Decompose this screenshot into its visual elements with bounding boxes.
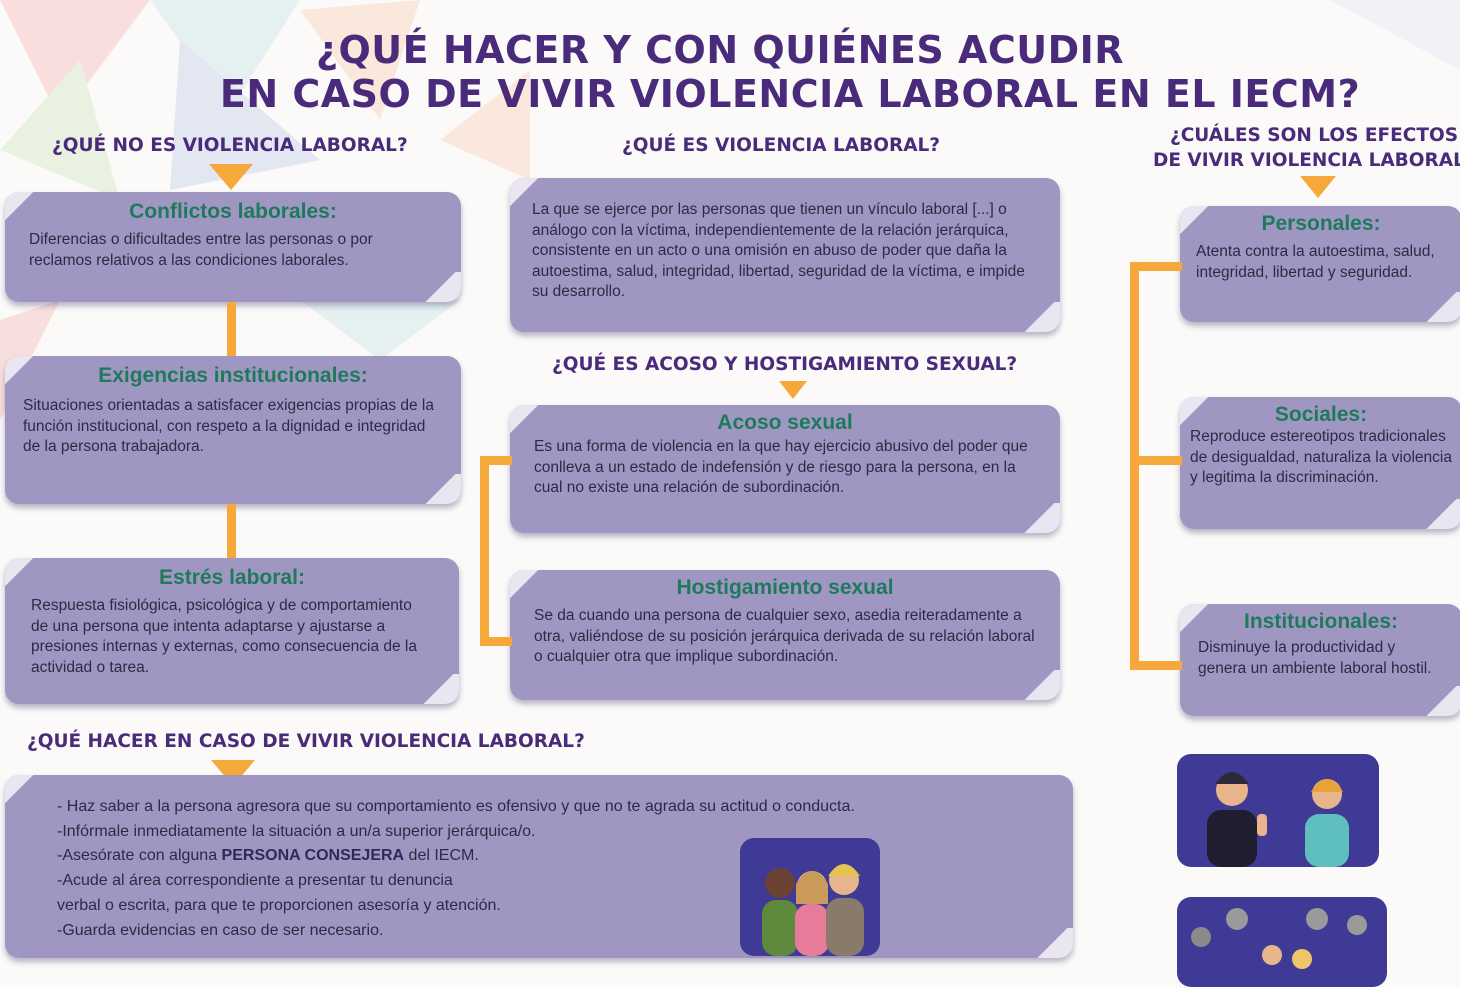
card-estres-laboral: Estrés laboral: Respuesta fisiológica, p… (5, 558, 459, 704)
bracket-line (1130, 262, 1182, 271)
card-sociales: Sociales: Reproduce estereotipos tradici… (1180, 397, 1460, 529)
card-text: Reproduce estereotipos tradicionales de … (1190, 428, 1452, 486)
heading-effects-line1: ¿CUÁLES SON LOS EFECTOS (1170, 125, 1459, 146)
arrow-down-icon (1300, 176, 1336, 198)
card-title: Estrés laboral: (159, 566, 305, 589)
card-text: Respuesta fisiológica, psicológica y de … (31, 597, 417, 676)
bracket-line (480, 456, 489, 646)
card-exigencias-institucionales: Exigencias institucionales: Situaciones … (5, 356, 461, 504)
card-conflictos-laborales: Conflictos laborales: Diferencias o difi… (5, 192, 461, 302)
card-text: Diferencias o dificultades entre las per… (29, 231, 373, 269)
definition-text: La que se ejerce por las personas que ti… (532, 201, 1025, 300)
action-item: -Guarda evidencias en caso de ser necesa… (57, 921, 384, 939)
heading-effects-line2: DE VIVIR VIOLENCIA LABORAL (1153, 150, 1460, 171)
arrow-down-icon (209, 164, 253, 190)
card-what-to-do: - Haz saber a la persona agresora que su… (5, 775, 1073, 958)
card-hostigamiento-sexual: Hostigamiento sexual Se da cuando una pe… (510, 570, 1060, 700)
card-text: Es una forma de violencia en la que hay … (534, 438, 1028, 496)
connector-line (227, 504, 236, 558)
card-title: Institucionales: (1243, 610, 1399, 633)
card-acoso-sexual: Acoso sexual Es una forma de violencia e… (510, 405, 1060, 533)
action-item: verbal o escrita, para que te proporcion… (57, 896, 501, 914)
card-institucionales: Institucionales: Disminuye la productivi… (1180, 604, 1460, 716)
bracket-line (1130, 661, 1182, 670)
card-text: Disminuye la productividad y genera un a… (1198, 639, 1432, 677)
connector-line (227, 302, 236, 356)
card-text: Situaciones orientadas a satisfacer exig… (23, 397, 434, 455)
heading-acoso-hostigamiento: ¿QUÉ ES ACOSO Y HOSTIGAMIENTO SEXUAL? (552, 354, 1018, 375)
arrow-down-icon (779, 381, 807, 399)
card-title: Sociales: (1274, 403, 1368, 426)
heading-what-to-do: ¿QUÉ HACER EN CASO DE VIVIR VIOLENCIA LA… (27, 731, 585, 752)
bracket-line (480, 456, 512, 465)
action-item: -Infórmale inmediatamente la situación a… (57, 822, 536, 840)
card-text: Se da cuando una persona de cualquier se… (534, 607, 1035, 665)
bracket-line (1130, 456, 1182, 465)
bracket-line (480, 637, 512, 646)
card-title: Conflictos laborales: (129, 200, 337, 223)
heading-what-is-not: ¿QUÉ NO ES VIOLENCIA LABORAL? (52, 135, 408, 156)
crowd-illustration (1177, 897, 1387, 987)
card-text: Atenta contra la autoestima, salud, inte… (1196, 243, 1435, 281)
main-title-line1: ¿QUÉ HACER Y CON QUIÉNES ACUDIR (315, 28, 1125, 72)
people-group-illustration (740, 838, 880, 956)
card-personales: Personales: Atenta contra la autoestima,… (1180, 206, 1460, 322)
action-item: -Acude al área correspondiente a present… (57, 872, 453, 890)
heading-what-is: ¿QUÉ ES VIOLENCIA LABORAL? (622, 135, 941, 156)
card-title: Exigencias institucionales: (98, 364, 368, 387)
card-title: Personales: (1261, 212, 1381, 235)
card-title: Hostigamiento sexual (676, 576, 894, 599)
two-people-illustration (1177, 754, 1379, 867)
card-title: Acoso sexual (717, 411, 853, 434)
action-item: -Asesórate con alguna PERSONA CONSEJERA … (57, 847, 479, 865)
bracket-line (1130, 262, 1139, 670)
card-definition-violencia-laboral: La que se ejerce por las personas que ti… (510, 178, 1060, 332)
main-title-line2: EN CASO DE VIVIR VIOLENCIA LABORAL EN EL… (219, 72, 1361, 116)
action-item: - Haz saber a la persona agresora que su… (57, 798, 855, 815)
